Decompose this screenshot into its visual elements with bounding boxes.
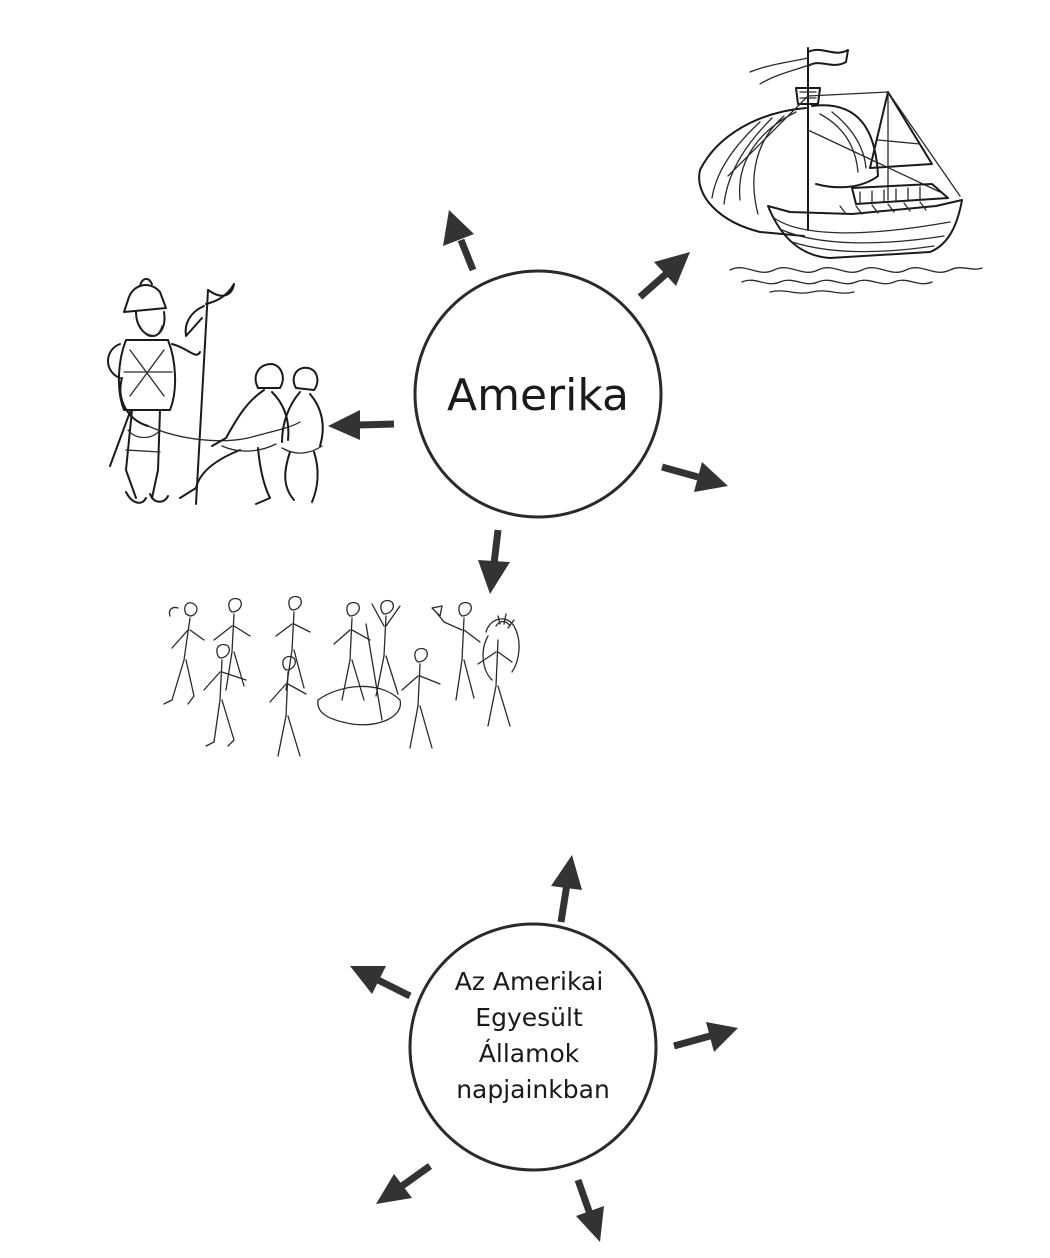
usa-arrow-up: [551, 855, 582, 923]
amerika-hub: Amerika: [413, 269, 663, 519]
sailing-ship-icon: [698, 47, 983, 294]
amerika-arrow-left: [328, 410, 395, 440]
native-dance-icon: [163, 595, 520, 757]
usa-today-line-4: napjainkban: [456, 1075, 610, 1104]
usa-today-line-2: Egyesült: [475, 1003, 583, 1032]
usa-today-line-3: Államok: [479, 1039, 580, 1068]
usa-arrow-down-left: [376, 1163, 433, 1204]
amerika-arrow-right: [661, 462, 728, 492]
amerika-arrow-up: [443, 210, 477, 272]
usa-arrow-right: [673, 1022, 738, 1052]
amerika-label: Amerika: [447, 370, 629, 421]
amerika-arrow-down: [478, 529, 510, 594]
amerika-arrow-up-right: [637, 252, 690, 300]
usa-arrow-up-left: [350, 966, 412, 1000]
usa-today-hub: Az Amerikai Egyesült Államok napjainkban: [408, 922, 658, 1172]
usa-arrow-down: [574, 1178, 604, 1242]
usa-today-line-1: Az Amerikai: [455, 967, 604, 996]
usa-today-label: Az Amerikai Egyesült Államok napjainkban: [455, 967, 612, 1104]
conquistador-with-captives-icon: [107, 278, 324, 505]
